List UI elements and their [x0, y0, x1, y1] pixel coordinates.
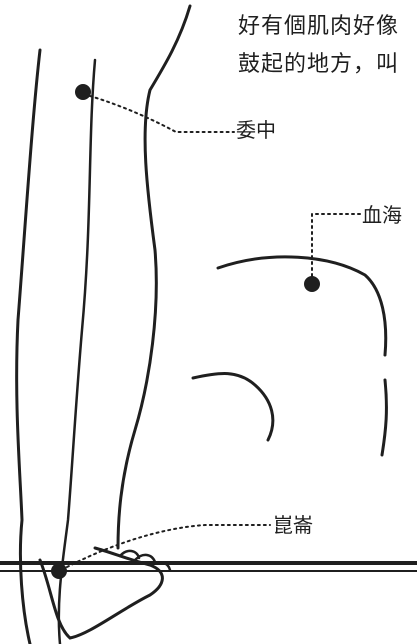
weizhong-point: [75, 84, 234, 132]
knee-outline-lower: [193, 374, 273, 440]
knee-outline-upper: [218, 257, 386, 355]
explanatory-text: 好有個肌肉好像 鼓起的地方，叫: [199, 8, 399, 84]
label-xuehai: 血海: [362, 205, 402, 225]
text-line-1: 好有個肌肉好像: [199, 8, 399, 46]
leg-outline-front: [118, 6, 190, 548]
leg-outline-left: [17, 50, 40, 644]
xuehai-point: [304, 214, 360, 292]
label-kunlun: 崑崙: [273, 515, 313, 535]
text-line-2: 鼓起的地方，叫: [199, 46, 399, 84]
knee-outline-side: [382, 380, 386, 455]
toes: [120, 551, 170, 570]
label-weizhong: 委中: [236, 120, 276, 140]
